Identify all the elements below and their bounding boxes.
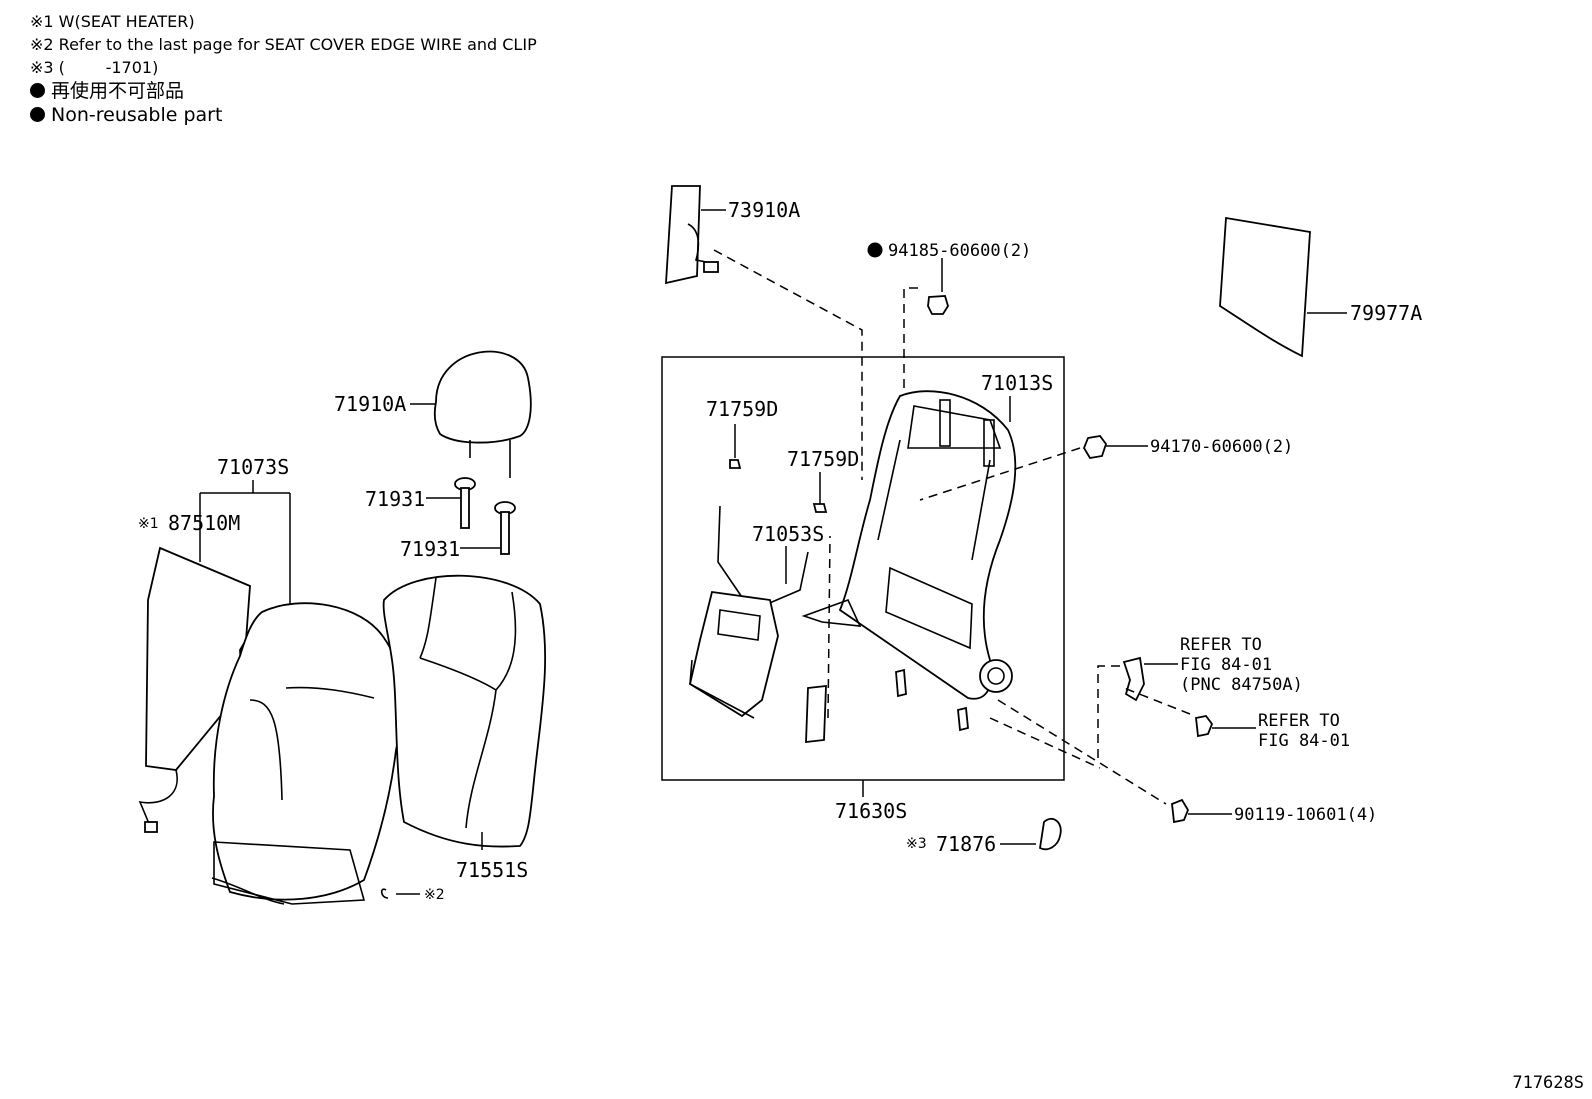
- mark-2: ※2: [424, 887, 445, 903]
- legend-jp-text: 再使用不可部品: [51, 80, 185, 102]
- note-seat-heater: ※1 W(SEAT HEATER): [30, 12, 195, 31]
- recliner-cover-part[interactable]: [1039, 817, 1062, 851]
- bracket-part[interactable]: [1122, 656, 1145, 702]
- label-71910A: 71910A: [334, 392, 406, 416]
- label-71073S: 71073S: [217, 455, 289, 479]
- ref1-line2: FIG 84-01: [1180, 655, 1272, 675]
- label-71931-a: 71931: [365, 487, 425, 511]
- label-plate-part[interactable]: [805, 684, 827, 744]
- label-73910A: 73910A: [728, 198, 800, 222]
- pad-79977A-part[interactable]: [1219, 216, 1311, 358]
- label-71759D-b: 71759D: [787, 447, 859, 471]
- non-reusable-dot-icon: [30, 83, 45, 98]
- label-79977A: 79977A: [1350, 301, 1422, 325]
- note-edge-wire: ※2 Refer to the last page for SEAT COVER…: [30, 35, 537, 54]
- notes-block: ※1 W(SEAT HEATER) ※2 Refer to the last p…: [30, 10, 537, 127]
- nut-94170-part[interactable]: [1082, 435, 1108, 459]
- label-71630S: 71630S: [835, 799, 907, 823]
- label-90119-10601: 90119-10601(4): [1234, 805, 1377, 825]
- label-87510M: 87510M: [168, 511, 240, 535]
- legend-en-text: Non-reusable part: [51, 104, 223, 126]
- mark-3: ※3: [906, 836, 927, 852]
- lumbar-support-part[interactable]: [688, 505, 809, 719]
- label-94170-60600: 94170-60600(2): [1150, 437, 1293, 457]
- mark-1: ※1: [138, 516, 159, 532]
- ref2-line2: FIG 84-01: [1258, 731, 1350, 751]
- headrest-part[interactable]: [433, 350, 532, 478]
- label-71053S: 71053S: [752, 522, 824, 546]
- label-71759D-a: 71759D: [706, 397, 778, 421]
- label-71013S: 71013S: [981, 371, 1053, 395]
- label-94185-60600: 94185-60600(2): [888, 241, 1031, 261]
- bolt-90119-part[interactable]: [1171, 798, 1190, 824]
- clip-71759D-part[interactable]: [812, 503, 828, 513]
- label-71931-b: 71931: [400, 537, 460, 561]
- non-reusable-dot-icon: [867, 242, 883, 258]
- legend-jp: 再使用不可部品: [30, 79, 537, 103]
- bolt-ref-part[interactable]: [1195, 715, 1214, 738]
- nut-94185-part[interactable]: [927, 295, 949, 315]
- seatback-pad-part[interactable]: [382, 574, 547, 848]
- legend-en: Non-reusable part: [30, 103, 537, 127]
- ref1-line1: REFER TO: [1180, 635, 1262, 655]
- figure-id: 717628S: [1512, 1073, 1584, 1093]
- clip-part[interactable]: [380, 888, 389, 899]
- headrest-support-part[interactable]: [494, 501, 516, 555]
- bolt-part[interactable]: [957, 706, 969, 732]
- non-reusable-dot-icon: [30, 107, 45, 122]
- bolt-part[interactable]: [895, 668, 907, 698]
- airbag-module-part[interactable]: [665, 185, 719, 285]
- seatback-cover-part[interactable]: [211, 602, 403, 905]
- clip-71759D-part[interactable]: [729, 459, 742, 469]
- ref1-line3: (PNC 84750A): [1180, 675, 1303, 695]
- label-71551S: 71551S: [456, 858, 528, 882]
- label-71876: 71876: [936, 832, 996, 856]
- ref2-line1: REFER TO: [1258, 711, 1340, 731]
- note-date-range: ※3 ( -1701): [30, 58, 159, 77]
- headrest-support-part[interactable]: [454, 477, 476, 529]
- seat-frame-part[interactable]: [801, 390, 1017, 700]
